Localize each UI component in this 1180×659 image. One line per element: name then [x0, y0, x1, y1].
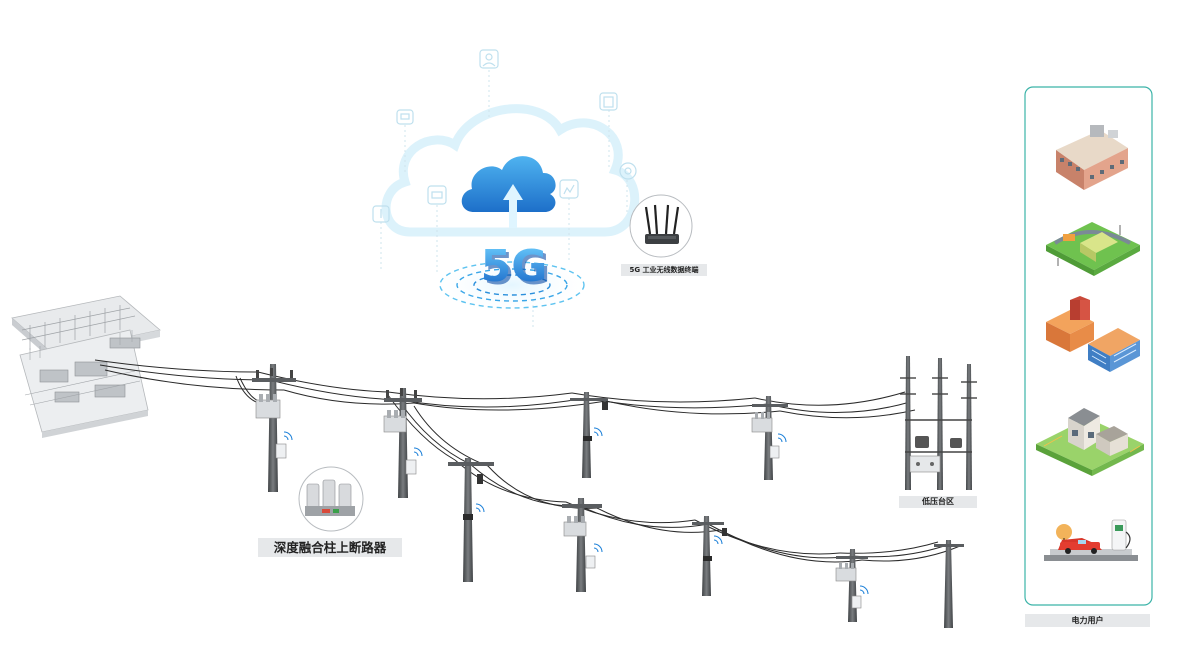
fiveg-badge: 5G	[481, 241, 548, 292]
utility-pole	[934, 540, 964, 628]
house-icon	[1036, 408, 1144, 476]
power-users-label: 电力用户	[1025, 614, 1150, 627]
breaker-icon	[383, 410, 407, 433]
wifi-icon	[777, 433, 787, 443]
cloud-icon	[461, 156, 556, 212]
user-icon	[479, 49, 499, 69]
svg-text:5G: 5G	[484, 244, 551, 295]
document-icon	[599, 92, 618, 111]
industrial-park-icon	[1046, 222, 1140, 276]
ev-charging-icon	[1044, 519, 1138, 561]
transformer-station-icon	[900, 356, 977, 490]
utility-pole	[751, 396, 788, 480]
terminal-label: 5G 工业无线数据终端	[621, 264, 707, 276]
router-badge	[629, 194, 693, 258]
cloud-network: 5G 5G	[372, 49, 640, 330]
chat-icon	[396, 109, 414, 125]
low-voltage-area-label: 低压台区	[899, 496, 977, 508]
gear-icon	[619, 162, 637, 180]
utility-pole	[383, 388, 423, 498]
factory-icon	[1056, 125, 1128, 190]
wifi-icon	[475, 503, 485, 513]
utility-pole	[252, 364, 296, 492]
wifi-icon	[593, 543, 603, 553]
breaker-label: 深度融合柱上断路器	[258, 538, 402, 557]
thermometer-icon	[372, 205, 390, 223]
power-lines	[94, 359, 961, 563]
breaker-icon	[563, 516, 587, 537]
utility-pole	[692, 516, 727, 596]
chart-icon	[559, 179, 579, 199]
wifi-icon	[859, 585, 869, 595]
power-users-panel	[1024, 86, 1153, 606]
breaker-icon	[255, 394, 281, 419]
utility-pole	[448, 458, 494, 582]
utility-pole	[562, 498, 603, 592]
upload-arrow-icon	[503, 184, 523, 228]
breaker-icon	[835, 563, 857, 582]
breaker-icon	[305, 479, 355, 516]
outer-cloud-icon	[381, 104, 640, 237]
utility-pole	[835, 549, 869, 622]
wifi-icon	[593, 427, 603, 437]
wifi-icon	[283, 431, 293, 441]
router-icon	[427, 185, 447, 205]
utility-pole	[570, 392, 608, 478]
substation-icon	[11, 295, 161, 438]
office-building-icon	[1046, 296, 1140, 372]
breaker-icon	[751, 412, 773, 433]
wifi-icon	[713, 535, 723, 545]
router-icon	[644, 204, 680, 244]
wifi-icon	[413, 447, 423, 457]
breaker-callout	[298, 466, 364, 532]
